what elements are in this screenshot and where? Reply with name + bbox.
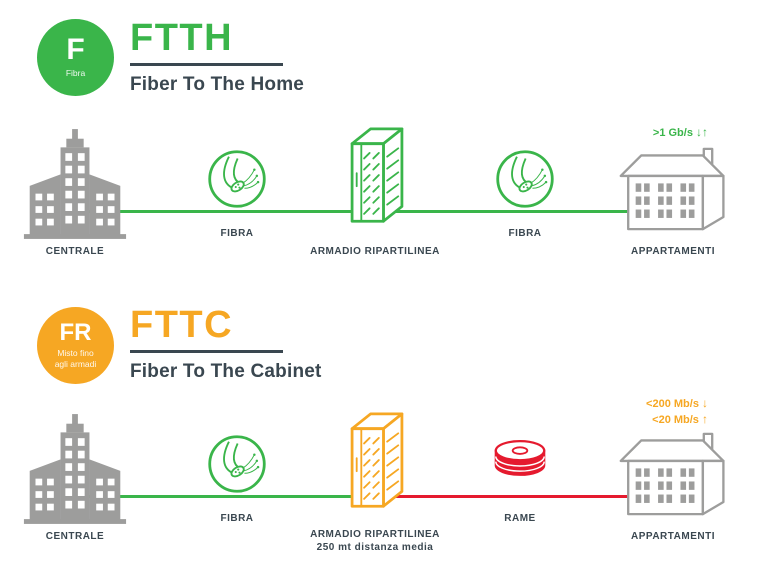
ftth-title-block: FTTH Fiber To The Home (130, 18, 304, 96)
copper-spool-icon (487, 430, 553, 483)
fttc-label-appartamenti: APPARTAMENTI (631, 531, 715, 542)
ftth-speed-value: >1 Gb/s (652, 127, 693, 139)
fttc-badge-initial: FR (59, 318, 92, 346)
fttc-badge-subtitle-line2: agli armadi (54, 359, 97, 369)
fttc-speed-down-arrow-icon: ↓ (702, 396, 708, 410)
fttc-label-centrale: CENTRALE (45, 531, 105, 542)
fttc-speed-down-value: <200 Mb/s (646, 398, 699, 410)
ftth-label-appartamenti: APPARTAMENTI (631, 246, 715, 257)
ftth-full-name: Fiber To The Home (130, 74, 305, 95)
fttc-badge-subtitle-line1: Misto fino (57, 347, 94, 358)
central-office-icon (22, 411, 128, 527)
ftth-label-centrale: CENTRALE (45, 246, 105, 257)
fttc-speed-download: <200 Mb/s ↓ (590, 396, 708, 412)
ftth-title-divider (130, 63, 283, 66)
ftth-speed: >1 Gb/s ↓↑ (590, 125, 708, 141)
fttc-full-name: Fiber To The Cabinet (130, 361, 322, 382)
fttc-acronym: FTTC (130, 304, 234, 346)
fttc-speed-up-arrow-icon: ↑ (702, 412, 708, 426)
fttc-label-rame: RAME (504, 513, 536, 524)
fttc-label-armadio: ARMADIO RIPARTILINEA (310, 529, 440, 540)
fiber-cable-icon (206, 148, 268, 210)
street-cabinet-icon (341, 405, 413, 517)
fttc-speed: <200 Mb/s ↓ <20 Mb/s ↑ (590, 396, 708, 428)
street-cabinet-icon (341, 120, 413, 232)
fttc-fiber-line (75, 495, 378, 498)
fttc-badge: FR Misto fino agli armadi (37, 307, 114, 384)
fttc-speed-upload: <20 Mb/s ↑ (590, 412, 708, 428)
apartments-icon (617, 146, 729, 232)
apartments-icon (617, 431, 729, 517)
ftth-acronym: FTTH (130, 17, 234, 59)
fttc-label-fibra: FIBRA (220, 513, 254, 524)
fttc-title-block: FTTC Fiber To The Cabinet (130, 305, 322, 383)
central-office-icon (22, 126, 128, 242)
ftth-badge-subtitle: Fibra (65, 68, 86, 79)
ftth-speed-arrows-icon: ↓↑ (696, 125, 708, 139)
ftth-badge-initial: F (66, 33, 85, 67)
fiber-cable-icon (494, 148, 556, 210)
fiber-cable-icon (206, 433, 268, 495)
ftth-label-fibra-1: FIBRA (220, 228, 254, 239)
fttc-label-armadio-sub: 250 mt distanza media (316, 542, 434, 553)
ftth-badge: F Fibra (37, 19, 114, 96)
ftth-label-fibra-2: FIBRA (508, 228, 542, 239)
fttc-speed-up-value: <20 Mb/s (652, 414, 699, 426)
ftth-label-armadio: ARMADIO RIPARTILINEA (310, 246, 440, 257)
fttc-copper-line (378, 495, 674, 498)
fttc-title-divider (130, 350, 283, 353)
